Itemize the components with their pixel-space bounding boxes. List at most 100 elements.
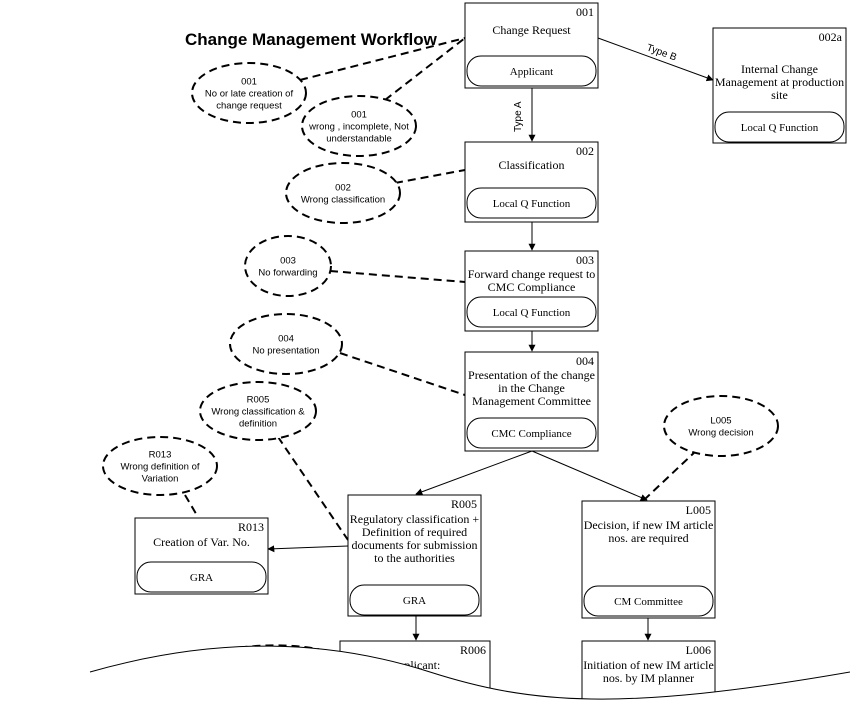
flow-arrow-001-002a [597, 37, 714, 82]
risk-ellipse [244, 235, 332, 297]
process-box-label: nos. are required [608, 531, 688, 545]
process-box-label: nos. by IM planner [603, 671, 694, 685]
process-box-label: Definition of required [362, 525, 467, 539]
process-box-label: Initiation of new IM article [583, 658, 714, 672]
torn-edge-fill [90, 646, 850, 707]
risk-label: No or late creation of [205, 89, 294, 100]
process-box-label: CMC Compliance [488, 280, 576, 294]
risk-ellipse [663, 395, 779, 457]
risk-ellipse [199, 381, 317, 441]
process-box-label: Internal Change [741, 62, 818, 76]
process-box-label: Management at production [715, 75, 844, 89]
risk-label: 001 [241, 77, 257, 88]
risk-label: Wrong classification [301, 195, 385, 206]
role-label: Local Q Function [741, 122, 819, 134]
process-box-label: documents for submission [352, 538, 478, 552]
torn-edge-line [89, 645, 850, 700]
risk-link-004 [339, 352, 466, 396]
process-box-id: 002 [576, 144, 594, 158]
risk-link-L005 [644, 449, 698, 500]
role-pill [714, 111, 845, 143]
flow-arrow-004-L005 [531, 450, 648, 501]
process-box-id: R005 [451, 497, 477, 511]
process-box-id: 004 [576, 354, 594, 368]
risk-label: 002 [335, 183, 351, 194]
role-label: Applicant [510, 66, 553, 78]
process-box-label: Classification [499, 158, 565, 172]
edge-label-type-a: Type A [513, 101, 524, 132]
process-box-id: L006 [686, 643, 711, 657]
process-box-label: to the authorities [374, 551, 455, 565]
process-box-id: L005 [686, 503, 711, 517]
risk-ellipse [102, 436, 218, 496]
risk-label: 004 [278, 334, 294, 345]
risk-link-002 [394, 169, 466, 184]
risk-label: definition [239, 419, 277, 430]
role-pill [466, 187, 597, 219]
risk-label: Wrong definition of [120, 462, 199, 473]
risk-ellipse [229, 313, 343, 375]
risk-label: R005 [247, 395, 270, 406]
process-box-label: Presentation of the change [468, 368, 595, 382]
risk-label: Variation [142, 474, 179, 485]
risk-link-001b [384, 37, 466, 101]
edge-label-type-b: Type B [645, 42, 678, 63]
role-label: CMC Compliance [491, 428, 571, 440]
risk-link-R013 [184, 494, 199, 518]
risk-label: Wrong decision [688, 428, 753, 439]
risk-label: L005 [710, 416, 731, 427]
risk-ellipse [191, 62, 307, 124]
process-box-label: Creation of Var. No. [153, 535, 250, 549]
process-box-label: Management Committee [472, 394, 591, 408]
diagram-title: Change Management Workflow [185, 30, 438, 49]
role-label: Local Q Function [493, 307, 571, 319]
role-pill [583, 585, 714, 617]
risk-ellipse [301, 95, 417, 157]
connectors [184, 37, 714, 641]
role-label: GRA [403, 595, 426, 607]
flow-arrow-004-R005 [415, 450, 533, 496]
role-pill [466, 55, 597, 87]
risk-label: R013 [149, 450, 172, 461]
role-label: CM Committee [614, 596, 683, 608]
risk-label: No presentation [252, 346, 319, 357]
process-box-label: Forward change request to [468, 267, 596, 281]
risk-label: 003 [280, 256, 296, 267]
process-box-id: 003 [576, 253, 594, 267]
risk-label: Wrong classification & [211, 407, 305, 418]
role-label: GRA [190, 572, 213, 584]
role-pill [466, 296, 597, 328]
risk-label: 001 [351, 110, 367, 121]
role-pill [136, 561, 267, 593]
process-box-label: site [771, 88, 788, 102]
flow-arrow-R005-R013 [267, 545, 349, 553]
process-box-label: Regulatory classification + [350, 512, 480, 526]
process-box-label: in the Change [498, 381, 565, 395]
process-box-id: R006 [460, 643, 486, 657]
risk-ellipse [285, 162, 401, 224]
risk-label: change request [216, 101, 282, 112]
role-pill [466, 417, 597, 449]
process-box-label: Change Request [492, 23, 571, 37]
risk-label: wrong , incomplete, Not [308, 122, 409, 133]
process-box-id: 001 [576, 5, 594, 19]
risk-link-R005 [277, 436, 349, 541]
